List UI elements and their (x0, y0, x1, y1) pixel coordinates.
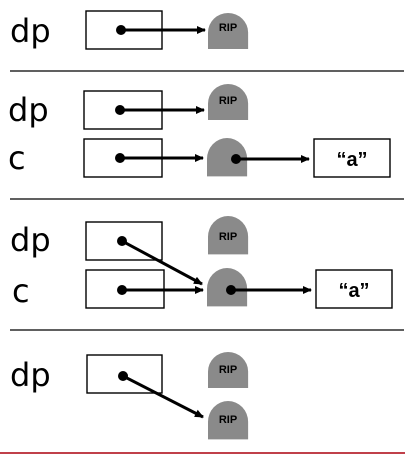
string-value-box (315, 269, 393, 309)
tombstone-rip-label: RIP (219, 414, 237, 426)
panel-1: dp RIP (10, 10, 249, 50)
panel-4: dp RIP RIP (10, 352, 249, 440)
panel-2: dp c RIP “a” (8, 84, 391, 178)
pointer-arrow-dp (121, 239, 203, 286)
variable-dp-label: dp (10, 221, 51, 259)
variable-dp-label: dp (10, 12, 51, 50)
string-object-node (207, 138, 248, 177)
tombstone-rip-label: RIP (219, 231, 237, 243)
string-value-text: “a” (336, 149, 367, 171)
panel-3: dp c RIP “a” (10, 216, 393, 310)
tombstone-rip-label: RIP (219, 364, 237, 376)
variable-dp-label: dp (8, 91, 49, 129)
string-value-text: “a” (338, 280, 369, 302)
variable-c-label: c (12, 272, 30, 310)
string-value-box (313, 138, 391, 178)
pointer-arrow-dp (122, 374, 204, 419)
tombstone-rip-label: RIP (219, 95, 237, 107)
tombstone-rip-label: RIP (219, 22, 237, 34)
variable-c-label: c (8, 139, 26, 177)
variable-dp-label: dp (10, 356, 51, 394)
